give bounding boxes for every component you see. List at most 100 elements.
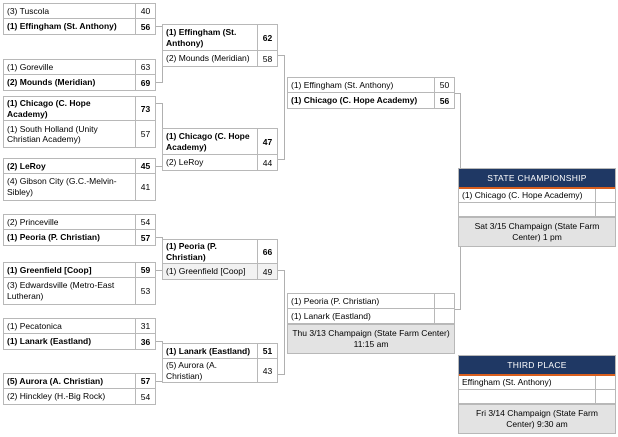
team-row[interactable]: (1) Effingham (St. Anthony) 56 bbox=[4, 19, 155, 34]
team-name bbox=[459, 390, 595, 403]
match-r1-g7[interactable]: (1) Pecatonica 31 (1) Lanark (Eastland) … bbox=[3, 318, 156, 350]
team-score: 57 bbox=[135, 230, 155, 245]
team-row[interactable]: (1) Effingham (St. Anthony) 62 bbox=[163, 25, 277, 51]
team-row[interactable]: (1) Greenfield [Coop] 59 bbox=[4, 263, 155, 278]
third-place-team-row[interactable]: Effingham (St. Anthony) bbox=[459, 376, 615, 390]
team-score: 40 bbox=[135, 4, 155, 18]
team-row[interactable]: (1) Chicago (C. Hope Academy) 73 bbox=[4, 97, 155, 122]
team-name: (1) Lanark (Eastland) bbox=[166, 345, 251, 356]
team-row[interactable]: (1) Goreville 63 bbox=[4, 60, 155, 75]
third-place-box[interactable]: THIRD PLACE Effingham (St. Anthony) Fri … bbox=[458, 355, 616, 435]
match-r3-g2[interactable]: (1) Peoria (P. Christian) (1) Lanark (Ea… bbox=[287, 293, 455, 355]
team-name: (2) LeRoy bbox=[166, 157, 204, 168]
team-score: 53 bbox=[135, 278, 155, 304]
team-score: 44 bbox=[257, 155, 277, 170]
team-score: 56 bbox=[135, 19, 155, 34]
team-score bbox=[595, 203, 615, 216]
team-score: 45 bbox=[135, 159, 155, 173]
team-row[interactable]: (1) Peoria (P. Christian) bbox=[288, 294, 454, 309]
team-row[interactable]: (3) Edwardsville (Metro-East Lutheran) 5… bbox=[4, 278, 155, 304]
team-row[interactable]: (4) Gibson City (G.C.-Melvin-Sibley) 41 bbox=[4, 174, 155, 200]
team-name: (1) Chicago (C. Hope Academy) bbox=[7, 98, 91, 119]
bracket-connector bbox=[455, 93, 460, 94]
team-score: 54 bbox=[135, 389, 155, 404]
team-name: (1) Peoria (P. Christian) bbox=[291, 295, 380, 306]
game-info: Fri 3/14 Champaign (State Farm Center) 9… bbox=[459, 404, 615, 434]
team-name: (1) Lanark (Eastland) bbox=[7, 336, 92, 347]
team-row[interactable]: (5) Aurora (A. Christian) 57 bbox=[4, 374, 155, 389]
team-row[interactable]: (2) Hinckley (H.-Big Rock) 54 bbox=[4, 389, 155, 404]
team-name: (5) Aurora (A. Christian) bbox=[166, 360, 218, 381]
bracket-connector bbox=[278, 159, 284, 160]
team-row[interactable]: (1) Lanark (Eastland) bbox=[288, 309, 454, 324]
team-row[interactable]: (2) LeRoy 44 bbox=[163, 155, 277, 170]
team-name: (2) LeRoy bbox=[7, 160, 46, 171]
team-name: (1) Goreville bbox=[7, 61, 54, 72]
team-name: (1) Effingham (St. Anthony) bbox=[7, 21, 117, 32]
match-r1-g1[interactable]: (3) Tuscola 40 (1) Effingham (St. Anthon… bbox=[3, 3, 156, 35]
bracket-connector bbox=[455, 309, 460, 310]
team-row[interactable]: (1) Chicago (C. Hope Academy) 47 bbox=[163, 129, 277, 155]
team-row[interactable]: (1) Peoria (P. Christian) 66 bbox=[163, 240, 277, 265]
team-row[interactable]: (1) Lanark (Eastland) 36 bbox=[4, 334, 155, 349]
match-r1-g6[interactable]: (1) Greenfield [Coop] 59 (3) Edwardsvill… bbox=[3, 262, 156, 305]
team-score: 43 bbox=[257, 359, 277, 383]
team-row[interactable]: (1) South Holland (Unity Christian Acade… bbox=[4, 121, 155, 148]
team-name: (1) Lanark (Eastland) bbox=[291, 310, 371, 321]
match-r2-g4[interactable]: (1) Lanark (Eastland) 51 (5) Aurora (A. … bbox=[162, 343, 278, 384]
team-row[interactable]: (5) Aurora (A. Christian) 43 bbox=[163, 359, 277, 383]
team-name: (3) Tuscola bbox=[7, 5, 50, 16]
bracket-connector bbox=[284, 55, 285, 160]
team-score bbox=[434, 294, 454, 308]
state-championship-box[interactable]: STATE CHAMPIONSHIP (1) Chicago (C. Hope … bbox=[458, 168, 616, 248]
team-row[interactable]: (3) Tuscola 40 bbox=[4, 4, 155, 19]
bracket-connector bbox=[156, 103, 162, 104]
team-name: (1) Chicago (C. Hope Academy) bbox=[291, 95, 418, 106]
bracket-connector bbox=[156, 166, 162, 167]
team-row[interactable]: (1) Chicago (C. Hope Academy) 56 bbox=[288, 93, 454, 108]
match-r3-g1[interactable]: (1) Effingham (St. Anthony) 50 (1) Chica… bbox=[287, 77, 455, 109]
team-score: 73 bbox=[135, 97, 155, 121]
team-row[interactable]: (2) Mounds (Meridian) 58 bbox=[163, 51, 277, 66]
team-name: (1) Peoria (P. Christian) bbox=[7, 232, 100, 243]
bracket-connector bbox=[278, 270, 284, 271]
team-score: 58 bbox=[257, 51, 277, 66]
match-r1-g5[interactable]: (2) Princeville 54 (1) Peoria (P. Christ… bbox=[3, 214, 156, 246]
team-name: (1) Effingham (St. Anthony) bbox=[166, 26, 237, 48]
team-row[interactable]: (1) Effingham (St. Anthony) 50 bbox=[288, 78, 454, 93]
team-row[interactable]: (1) Peoria (P. Christian) 57 bbox=[4, 230, 155, 245]
team-name: (1) Pecatonica bbox=[7, 320, 62, 331]
bracket-connector bbox=[156, 82, 162, 83]
team-row[interactable]: (1) Greenfield [Coop] 49 bbox=[163, 264, 277, 280]
game-info: Thu 3/13 Champaign (State Farm Center) 1… bbox=[288, 324, 454, 354]
team-score: 57 bbox=[135, 121, 155, 148]
third-place-title: THIRD PLACE bbox=[459, 356, 615, 376]
team-row[interactable]: (1) Pecatonica 31 bbox=[4, 319, 155, 334]
team-row[interactable]: (1) Lanark (Eastland) 51 bbox=[163, 344, 277, 359]
bracket-connector bbox=[284, 270, 285, 375]
bracket-connector bbox=[156, 381, 162, 382]
team-name: (3) Edwardsville (Metro-East Lutheran) bbox=[7, 280, 115, 301]
team-name: (2) Mounds (Meridian) bbox=[7, 77, 96, 88]
championship-team-row[interactable] bbox=[459, 203, 615, 217]
team-row[interactable]: (2) Princeville 54 bbox=[4, 215, 155, 230]
team-row[interactable]: (2) Mounds (Meridian) 69 bbox=[4, 75, 155, 90]
team-name: (4) Gibson City (G.C.-Melvin-Sibley) bbox=[7, 176, 117, 197]
team-name: (1) Peoria (P. Christian) bbox=[166, 241, 217, 262]
match-r1-g2[interactable]: (1) Goreville 63 (2) Mounds (Meridian) 6… bbox=[3, 59, 156, 91]
match-r2-g1[interactable]: (1) Effingham (St. Anthony) 62 (2) Mound… bbox=[162, 24, 278, 67]
third-place-team-row[interactable] bbox=[459, 390, 615, 404]
match-r1-g4[interactable]: (2) LeRoy 45 (4) Gibson City (G.C.-Melvi… bbox=[3, 158, 156, 201]
match-r2-g3[interactable]: (1) Peoria (P. Christian) 66 (1) Greenfi… bbox=[162, 239, 278, 281]
bracket-connector bbox=[156, 237, 162, 238]
match-r1-g3[interactable]: (1) Chicago (C. Hope Academy) 73 (1) Sou… bbox=[3, 96, 156, 149]
team-score: 54 bbox=[135, 215, 155, 229]
game-info: Sat 3/15 Champaign (State Farm Center) 1… bbox=[459, 217, 615, 247]
match-r1-g8[interactable]: (5) Aurora (A. Christian) 57 (2) Hinckle… bbox=[3, 373, 156, 405]
bracket-connector bbox=[278, 374, 284, 375]
team-row[interactable]: (2) LeRoy 45 bbox=[4, 159, 155, 174]
team-score bbox=[434, 309, 454, 323]
championship-team-row[interactable]: (1) Chicago (C. Hope Academy) bbox=[459, 189, 615, 203]
team-score: 56 bbox=[434, 93, 454, 108]
match-r2-g2[interactable]: (1) Chicago (C. Hope Academy) 47 (2) LeR… bbox=[162, 128, 278, 171]
